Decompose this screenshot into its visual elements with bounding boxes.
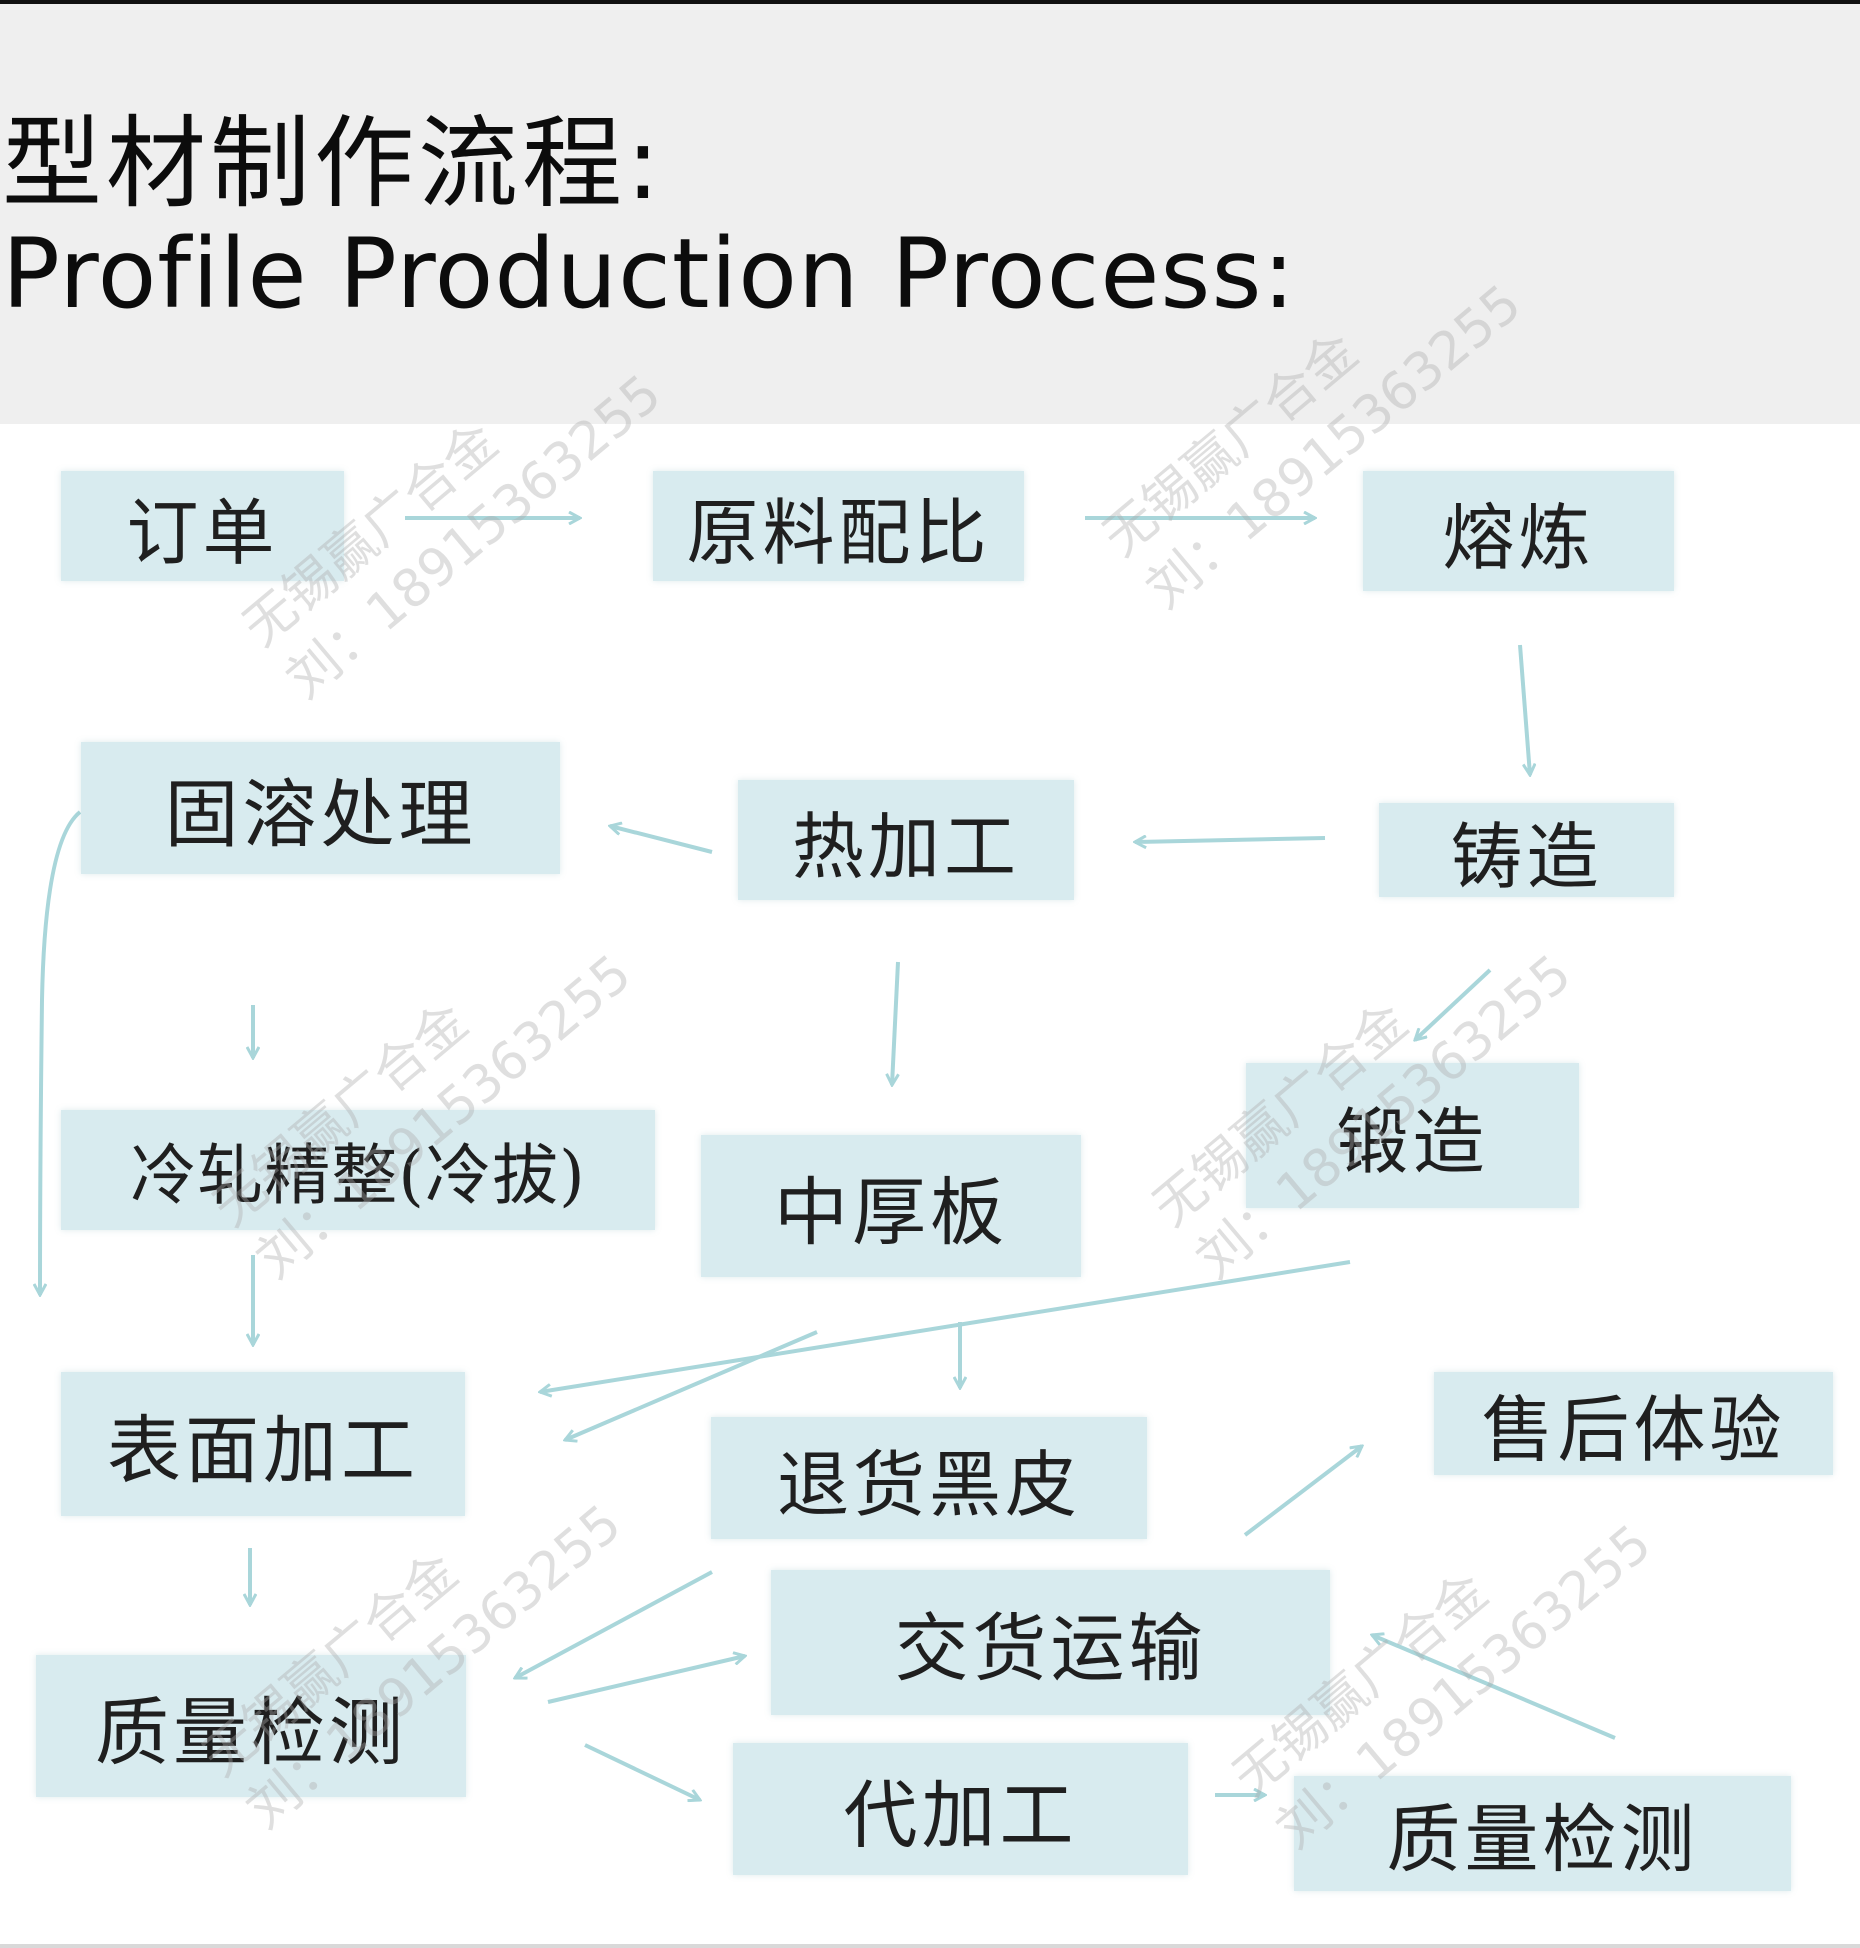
node-after-sales: 售后体验 (1434, 1372, 1833, 1475)
arrow-smelting-to-casting (1518, 644, 1530, 775)
arrow-casting-to-forging (1415, 968, 1492, 1040)
node-delivery-transport-label: 交货运输 (894, 1606, 1207, 1692)
node-medium-thick-plate-label: 中厚板 (774, 1169, 1008, 1256)
arrow-hot-to-solution (610, 826, 713, 854)
node-forging: 锻造 (1246, 1063, 1579, 1208)
node-hot-processing-label: 热加工 (791, 804, 1020, 889)
arrow-return-to-quality (515, 1570, 713, 1680)
node-order-label: 订单 (126, 490, 279, 575)
node-solution-treatment-label: 固溶处理 (164, 771, 477, 858)
node-order: 订单 (61, 471, 344, 581)
node-casting: 铸造 (1379, 803, 1674, 899)
node-hot-processing: 热加工 (738, 780, 1074, 900)
node-delivery-transport: 交货运输 (771, 1570, 1330, 1715)
node-raw-material-ratio-label: 原料配比 (686, 490, 991, 575)
node-quality-inspection-right: 质量检测 (1294, 1776, 1791, 1891)
node-surface-processing-label: 表面加工 (107, 1407, 419, 1494)
arrow-quality-to-contract (584, 1743, 700, 1800)
node-forging-label: 锻造 (1336, 1100, 1489, 1184)
node-smelting-label: 熔炼 (1442, 495, 1595, 580)
page-title-chinese: 型材制作流程: (2, 105, 664, 222)
node-after-sales-label: 售后体验 (1481, 1388, 1786, 1472)
node-quality-inspection-left-label: 质量检测 (95, 1689, 407, 1776)
arrow-qc2-to-delivery (1372, 1635, 1616, 1740)
node-contract-processing-label: 代加工 (843, 1772, 1078, 1859)
node-cold-rolling: 冷轧精整(冷拔) (61, 1110, 655, 1230)
node-smelting: 熔炼 (1363, 471, 1674, 591)
page-title-english: Profile Production Process: (2, 218, 1296, 330)
node-return-black-skin-label: 退货黑皮 (776, 1442, 1081, 1527)
node-medium-thick-plate: 中厚板 (701, 1135, 1081, 1277)
arrow-casting-to-hot (1135, 838, 1326, 842)
node-return-black-skin: 退货黑皮 (711, 1417, 1147, 1539)
node-contract-processing: 代加工 (733, 1743, 1188, 1875)
watermark: 无锡赢广合金 刘：18915363255 (200, 889, 645, 1293)
arrow-forging-to-surface (540, 1260, 1351, 1392)
arrow-quality-to-delivery (547, 1656, 745, 1704)
bottom-border (0, 1944, 1860, 1948)
node-casting-label: 铸造 (1450, 814, 1603, 899)
arrow-hot-to-plate (892, 961, 900, 1085)
node-surface-processing: 表面加工 (61, 1372, 465, 1516)
node-raw-material-ratio: 原料配比 (653, 471, 1024, 581)
node-solution-treatment: 固溶处理 (81, 742, 560, 874)
node-quality-inspection-left: 质量检测 (36, 1655, 466, 1797)
page-header: 型材制作流程: Profile Production Process: (0, 4, 1860, 424)
node-quality-inspection-right-label: 质量检测 (1386, 1797, 1699, 1883)
node-cold-rolling-label: 冷轧精整(冷拔) (130, 1137, 586, 1214)
top-border (0, 0, 1860, 4)
arrow-delivery-to-aftersales (1243, 1446, 1362, 1537)
